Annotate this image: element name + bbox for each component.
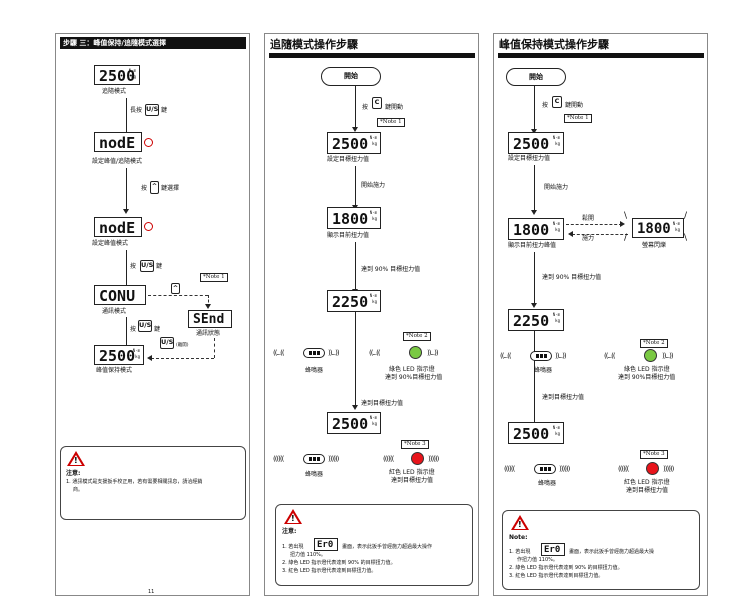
panel1-title: 步驟 三：峰值保持/追隨模式選擇 [60, 37, 246, 49]
buzzer-icon [303, 454, 325, 464]
up-key[interactable]: ^ [171, 283, 180, 294]
lcd-display: nodE [94, 217, 142, 237]
note-3: *Note 3 [401, 440, 429, 449]
panel2-title: 追隨模式操作步驟 [270, 38, 358, 51]
lcd-display: nodE [94, 132, 142, 152]
us-key[interactable]: U/S [140, 260, 154, 272]
warning-box: ! Note: 1. 若出現 Er0 畫面，表示此扳手曾經施力超過最大操 作扭力… [502, 510, 700, 590]
label-follow-mode: 追隨模式 [102, 88, 127, 95]
c-key[interactable]: C [552, 96, 562, 108]
flash-marks: \ [624, 211, 628, 221]
page-number: 11 [148, 589, 155, 595]
warning-box: ! 注意: 1. 通訊模式是支援扳手校正用，若有需要相關訊息，請洽經銷 商。 [60, 446, 246, 520]
us-key[interactable]: U/S [138, 320, 152, 332]
buzzer-icon [303, 348, 325, 358]
circle-mark [144, 222, 153, 231]
note-1: *Note 1 [377, 118, 405, 127]
red-led-icon [646, 462, 659, 475]
start-pill: 開始 [321, 67, 381, 86]
us-key[interactable]: U/S [160, 337, 174, 349]
note-1: *Note 1 [200, 273, 228, 282]
circle-mark [144, 138, 153, 147]
note-1: *Note 1 [564, 114, 592, 123]
buzzer-icon [530, 351, 552, 361]
panel3-title: 峰值保持模式操作步驟 [499, 38, 609, 51]
green-led-icon [644, 349, 657, 362]
lcd-display: SEnd [188, 310, 232, 328]
buzzer-icon [534, 464, 556, 474]
c-key[interactable]: C [372, 97, 382, 109]
us-key[interactable]: U/S [145, 104, 159, 116]
up-key[interactable]: ^ [150, 181, 159, 194]
note-2: *Note 2 [403, 332, 431, 341]
start-pill: 開始 [506, 68, 566, 86]
red-led-icon [411, 452, 424, 465]
note-2: *Note 2 [640, 339, 668, 348]
green-led-icon [409, 346, 422, 359]
note-3: *Note 3 [640, 450, 668, 459]
warning-box: ! 注意: 1. 若出現 Er0 畫面，表示此扳手曾經施力超過最大操作 扭力值 … [275, 504, 473, 586]
error-lcd: Er0 [541, 543, 565, 556]
error-lcd: Er0 [314, 538, 338, 551]
lcd-display: CONU [94, 285, 146, 305]
